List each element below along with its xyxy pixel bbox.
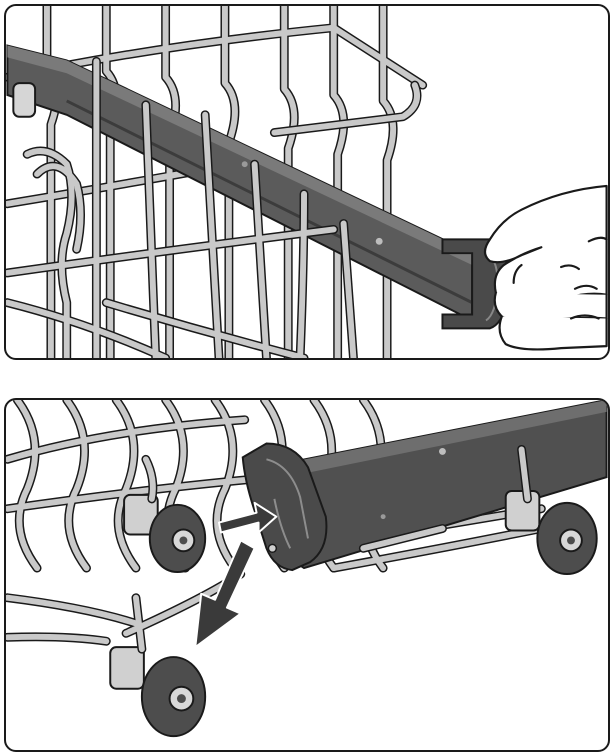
rack-wire (113, 400, 139, 572)
rail-hole (380, 514, 386, 520)
rack-wire (6, 299, 169, 358)
rail-end-stop (241, 442, 328, 572)
rack-wheel (123, 493, 207, 574)
rack-wire (162, 6, 179, 358)
rack-wire (14, 400, 41, 572)
rack-wire (202, 111, 222, 358)
rail-hole (438, 447, 446, 455)
rail-hole (241, 161, 248, 168)
rail-roller (12, 82, 37, 118)
rack-wire (251, 161, 270, 358)
rack-wire (6, 594, 139, 627)
rack-wire (212, 400, 238, 572)
rack-wheel (109, 646, 207, 738)
rack-wire (132, 594, 145, 653)
rack-wire (360, 525, 446, 552)
rack-wire (6, 416, 248, 463)
step-1-panel (4, 4, 610, 360)
arrow-pull-out-icon (218, 501, 278, 534)
rack-wire (6, 633, 110, 645)
rack-wire (281, 6, 298, 358)
rack-wire (6, 476, 258, 512)
rack-wire (380, 6, 397, 358)
rack-wire (271, 82, 420, 136)
rack-wire (34, 163, 84, 253)
rack-rail (6, 44, 474, 323)
hand-icon (483, 184, 608, 351)
rack-wire (103, 299, 307, 358)
rack-wire (6, 226, 337, 276)
rack-wire (518, 446, 531, 502)
rack-wire (142, 456, 156, 502)
step-2-panel (4, 398, 610, 752)
rack-wire (340, 220, 357, 358)
arrow-pull-down-icon (194, 539, 256, 649)
rail-with-hand-illustration (6, 6, 608, 358)
rack-wire (63, 400, 90, 572)
upper-rack-front-wires (6, 56, 422, 358)
rack-wire (297, 190, 307, 358)
rack-wire (330, 525, 545, 572)
rail-stop-removal-illustration (6, 400, 608, 738)
rail-hole (375, 237, 383, 245)
lower-rack-front-wires (6, 444, 532, 654)
rack-wire (330, 6, 347, 358)
rack-wire (24, 148, 75, 358)
